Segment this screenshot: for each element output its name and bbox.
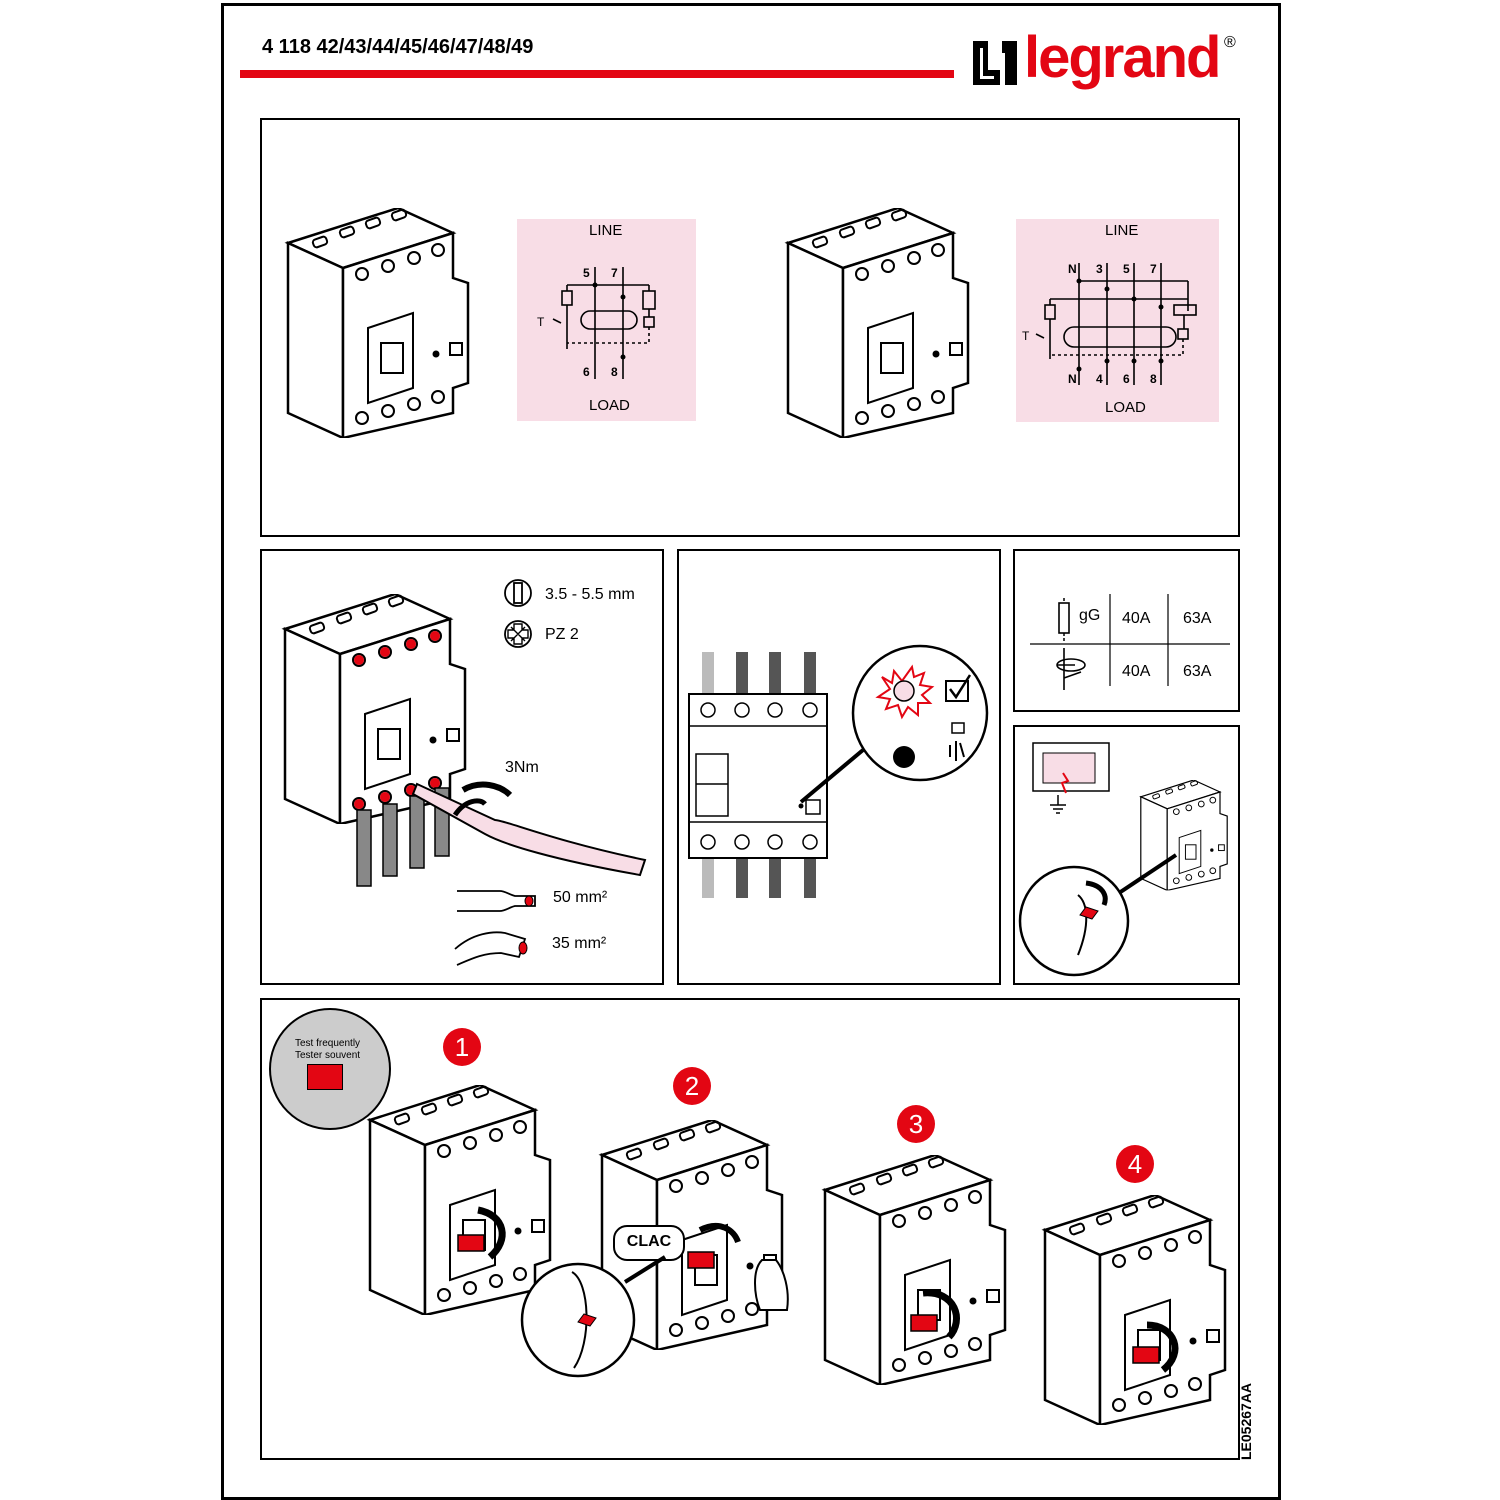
test-frequently-fr: Tester souvent (295, 1050, 361, 1061)
test-frequently-label: Test frequently Tester souvent (269, 1008, 391, 1130)
header-rule (240, 70, 954, 78)
terminal-label: 4 (1096, 372, 1103, 386)
breaker-rating-1: 40A (1122, 663, 1151, 680)
breaker-rating-2: 63A (1183, 663, 1212, 680)
flexible-cable-section: 35 mm² (552, 935, 607, 952)
rcd-install-illustration (275, 594, 475, 824)
test-indicator-zoom (851, 644, 989, 782)
wiring-diagram-4p: LINE N 3 5 7 T N 4 6 8 LOAD (1016, 219, 1219, 422)
cables-screwdriver-illustration (356, 781, 647, 887)
pozidriv-icon (504, 620, 532, 648)
terminal-label: 7 (1150, 262, 1157, 276)
step-badge: 2 (673, 1067, 711, 1105)
screwdriver-pz-size: PZ 2 (545, 626, 579, 643)
legrand-wordmark: legrand (1024, 25, 1221, 90)
step2-rcd (592, 1120, 789, 1350)
fuse-type: gG (1079, 607, 1101, 624)
legrand-logo: legrand ® (970, 25, 1250, 100)
terminal-label: 7 (611, 266, 618, 280)
rigid-cable-icon (457, 890, 536, 912)
load-label: LOAD (589, 397, 630, 414)
rcd-front-view (688, 652, 865, 898)
terminal-label: 5 (1123, 262, 1130, 276)
registered-mark: ® (1224, 34, 1236, 51)
rigid-cable-section: 50 mm² (553, 889, 608, 906)
step1-rcd (360, 1085, 560, 1315)
legrand-logo-icon (973, 41, 1017, 85)
rcd-4pole-illustration (778, 208, 978, 438)
clac-burst: CLAC (613, 1225, 685, 1261)
load-label: LOAD (1105, 399, 1146, 416)
test-label: T (537, 315, 545, 329)
product-code: 4 118 42/43/44/45/46/47/48/49 (262, 36, 534, 58)
fuse-rating-2: 63A (1183, 610, 1212, 627)
terminal-label: 6 (1123, 372, 1130, 386)
test-label: T (1022, 329, 1030, 343)
terminal-label: 5 (583, 266, 590, 280)
protection-grid (1030, 594, 1230, 690)
terminal-label: 6 (583, 365, 590, 379)
flexible-cable-icon (454, 931, 528, 966)
step-badge: 4 (1116, 1145, 1154, 1183)
flat-screwdriver-icon (504, 579, 532, 607)
step-badge: 1 (443, 1028, 481, 1066)
wiring-diagram-2p: LINE 5 7 T 6 8 LOAD (517, 219, 696, 421)
step4-rcd (1035, 1195, 1235, 1425)
circuit-breaker-icon (1056, 648, 1086, 690)
protection-panel (1013, 549, 1240, 712)
schematic-4p (1035, 263, 1197, 385)
fuse-icon (1058, 602, 1070, 634)
fuse-rating-1: 40A (1122, 610, 1151, 627)
terminal-label: N (1068, 262, 1077, 276)
step3-rcd (815, 1155, 1015, 1385)
fault-trip-illustration (1018, 742, 1228, 977)
schematic-2p (552, 267, 656, 379)
line-label: LINE (1105, 222, 1139, 239)
line-label: LINE (589, 222, 623, 239)
rcd-2pole-illustration (278, 208, 478, 438)
terminal-label: 8 (611, 365, 618, 379)
screwdriver-flat-size: 3.5 - 5.5 mm (545, 586, 635, 603)
document-reference: LE05267AA (1238, 1382, 1254, 1460)
terminal-label: N (1068, 372, 1077, 386)
test-frequently-en: Test frequently (295, 1038, 361, 1049)
test-button-icon (307, 1064, 343, 1090)
step2-indicator-zoom (520, 1255, 667, 1378)
torque-value: 3Nm (505, 759, 539, 776)
terminal-label: 3 (1096, 262, 1103, 276)
step-badge: 3 (897, 1105, 935, 1143)
terminal-label: 8 (1150, 372, 1157, 386)
